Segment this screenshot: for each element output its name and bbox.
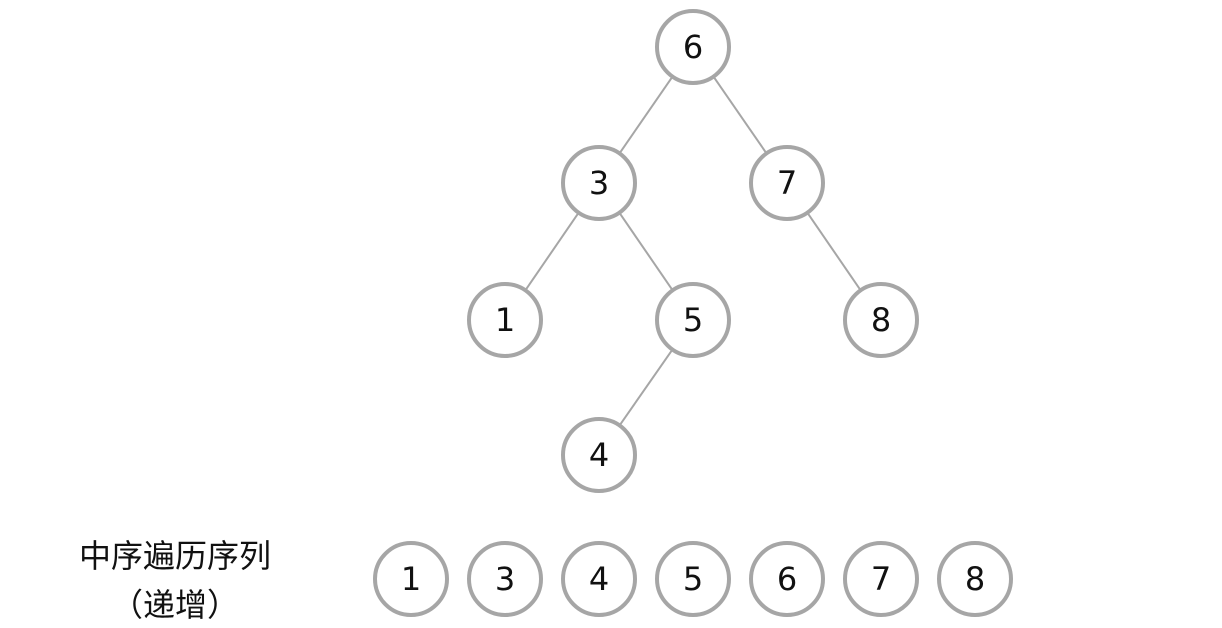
sequence-item-circle	[937, 541, 1013, 617]
sequence-item-circle	[467, 541, 543, 617]
sequence-item: 1	[373, 541, 449, 617]
tree-node-circle	[467, 282, 543, 358]
inorder-sequence: 1 3 4 5 6 7 8	[373, 541, 1013, 617]
sequence-item-label: 6	[777, 560, 797, 598]
tree-edge	[806, 212, 862, 291]
tree-node-label: 5	[683, 301, 703, 339]
sequence-item: 5	[655, 541, 731, 617]
sequence-item-label: 5	[683, 560, 703, 598]
sequence-item-label: 4	[589, 560, 609, 598]
tree-node-label: 4	[589, 436, 609, 474]
tree-node-label: 7	[777, 164, 797, 202]
sequence-item-circle	[561, 541, 637, 617]
tree-node-circle	[843, 282, 919, 358]
sequence-item-circle	[749, 541, 825, 617]
sequence-item: 4	[561, 541, 637, 617]
tree-node: 1	[467, 282, 543, 358]
tree-node: 4	[561, 417, 637, 493]
tree-node-circle	[561, 417, 637, 493]
tree-node-circle	[749, 145, 825, 221]
tree-edge	[524, 212, 580, 291]
tree-node: 3	[561, 145, 637, 221]
sequence-item-label: 1	[401, 560, 421, 598]
tree-edge	[712, 76, 768, 154]
tree-edge	[618, 76, 674, 154]
tree-node-label: 3	[589, 164, 609, 202]
sequence-caption-subtitle: （递增）	[110, 586, 239, 624]
sequence-item-circle	[373, 541, 449, 617]
tree-edges	[524, 76, 862, 427]
tree-node-label: 6	[683, 28, 703, 66]
sequence-item: 7	[843, 541, 919, 617]
sequence-item-label: 3	[495, 560, 515, 598]
sequence-item-label: 8	[965, 560, 985, 598]
tree-node-label: 1	[495, 301, 515, 339]
tree-node: 8	[843, 282, 919, 358]
tree-node: 7	[749, 145, 825, 221]
tree-node: 5	[655, 282, 731, 358]
sequence-item-circle	[843, 541, 919, 617]
sequence-item-circle	[655, 541, 731, 617]
sequence-item: 3	[467, 541, 543, 617]
tree-node: 6	[655, 9, 731, 85]
sequence-item-label: 7	[871, 560, 891, 598]
sequence-item: 8	[937, 541, 1013, 617]
tree-nodes: 6 3 7 1 5 8 4	[467, 9, 919, 493]
tree-node-circle	[561, 145, 637, 221]
tree-edge	[618, 212, 674, 291]
tree-node-label: 8	[871, 301, 891, 339]
sequence-caption-title: 中序遍历序列	[78, 537, 271, 575]
sequence-item: 6	[749, 541, 825, 617]
tree-node-circle	[655, 282, 731, 358]
tree-node-circle	[655, 9, 731, 85]
tree-edge	[618, 348, 674, 427]
